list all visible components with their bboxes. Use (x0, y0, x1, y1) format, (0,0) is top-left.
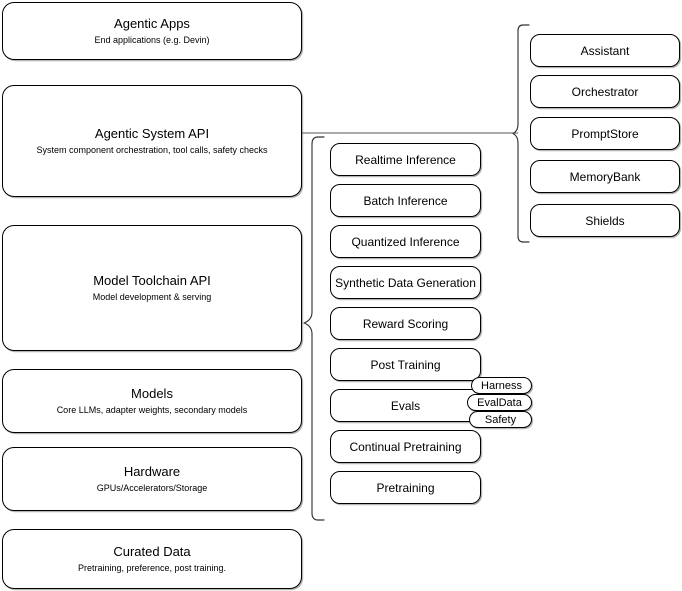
layer-curated-data[interactable]: Curated Data Pretraining, preference, po… (2, 529, 302, 589)
component-shields[interactable]: Shields (530, 204, 680, 237)
capability-label: Reward Scoring (362, 316, 449, 331)
connector-system-api-to-components (302, 126, 518, 140)
capability-label: Evals (390, 398, 421, 413)
capability-label: Pretraining (376, 480, 435, 495)
component-label: Shields (585, 213, 625, 228)
capability-reward-scoring[interactable]: Reward Scoring (330, 307, 481, 340)
capability-label: Batch Inference (363, 193, 448, 208)
layer-subtitle: GPUs/Accelerators/Storage (96, 483, 208, 493)
layer-subtitle: Pretraining, preference, post training. (77, 563, 227, 573)
capability-label: Continual Pretraining (349, 439, 462, 454)
layer-title: Agentic System API (94, 126, 210, 141)
capability-batch-inference[interactable]: Batch Inference (330, 184, 481, 217)
capability-post-training[interactable]: Post Training (330, 348, 481, 381)
capability-pretraining[interactable]: Pretraining (330, 471, 481, 504)
layer-title: Curated Data (113, 544, 191, 559)
component-label: Assistant (580, 43, 630, 58)
capability-quantized-inference[interactable]: Quantized Inference (330, 225, 481, 258)
layer-title: Agentic Apps (114, 16, 190, 31)
layer-title: Models (131, 386, 173, 401)
layer-model-toolchain-api[interactable]: Model Toolchain API Model development & … (2, 225, 302, 351)
layer-title: Hardware (123, 464, 181, 479)
eval-tag-safety[interactable]: Safety (469, 411, 532, 428)
layer-hardware[interactable]: Hardware GPUs/Accelerators/Storage (2, 447, 302, 511)
component-promptstore[interactable]: PromptStore (530, 117, 680, 150)
layer-subtitle: Model development & serving (92, 292, 212, 302)
eval-tag-label: EvalData (477, 396, 522, 409)
capability-label: Post Training (370, 357, 441, 372)
eval-tag-label: Safety (484, 413, 517, 426)
layer-models[interactable]: Models Core LLMs, adapter weights, secon… (2, 369, 302, 433)
capability-realtime-inference[interactable]: Realtime Inference (330, 143, 481, 176)
layer-title: Model Toolchain API (93, 273, 211, 288)
capability-label: Realtime Inference (355, 152, 456, 167)
eval-tag-evaldata[interactable]: EvalData (467, 394, 532, 411)
component-label: MemoryBank (569, 169, 641, 184)
capability-evals[interactable]: Evals (330, 389, 481, 422)
system-components-brace (512, 24, 530, 243)
component-label: PromptStore (571, 126, 639, 141)
layer-subtitle: End applications (e.g. Devin) (94, 35, 210, 45)
component-orchestrator[interactable]: Orchestrator (530, 75, 680, 108)
capability-label: Synthetic Data Generation (335, 275, 476, 290)
layer-agentic-system-api[interactable]: Agentic System API System component orch… (2, 85, 302, 197)
layer-agentic-apps[interactable]: Agentic Apps End applications (e.g. Devi… (2, 2, 302, 60)
eval-tag-harness[interactable]: Harness (471, 377, 532, 394)
capability-continual-pretraining[interactable]: Continual Pretraining (330, 430, 481, 463)
toolchain-capabilities-brace (303, 136, 325, 522)
component-assistant[interactable]: Assistant (530, 34, 680, 67)
capability-synthetic-data-generation[interactable]: Synthetic Data Generation (330, 266, 481, 299)
capability-label: Quantized Inference (351, 234, 460, 249)
layer-subtitle: System component orchestration, tool cal… (36, 145, 268, 155)
layer-subtitle: Core LLMs, adapter weights, secondary mo… (56, 405, 248, 415)
component-label: Orchestrator (571, 84, 639, 99)
eval-tag-label: Harness (481, 379, 522, 392)
component-memorybank[interactable]: MemoryBank (530, 160, 680, 193)
